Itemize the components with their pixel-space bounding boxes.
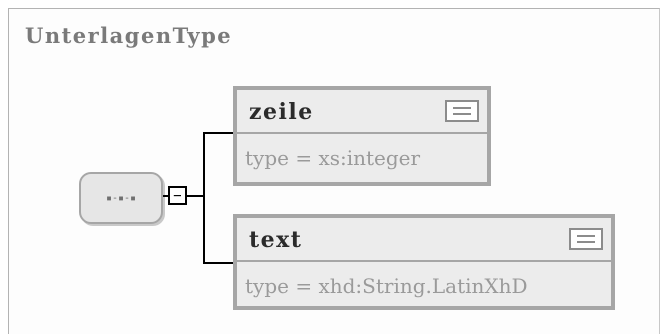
minus-icon: − [173,187,182,204]
element-text-name: text [249,227,303,253]
connector-stem [187,195,204,197]
connector-vertical [203,132,205,263]
connector-branch-zeile [203,132,235,134]
element-zeile-name: zeile [249,99,314,125]
collapse-toggle-button[interactable]: − [168,186,187,205]
connector-branch-text [203,262,235,264]
element-text-type: type = xhd:String.LatinXhD [245,274,528,298]
complex-type-title: UnterlagenType [25,23,233,48]
sequence-icon: ▪-▪-▪ [105,192,137,204]
documentation-icon [569,228,603,250]
connector-seq-to-collapse [163,195,168,197]
element-zeile[interactable]: zeile type = xs:integer [233,86,491,186]
element-zeile-type: type = xs:integer [245,146,421,170]
element-zeile-separator [237,132,487,134]
sequence-compositor[interactable]: ▪-▪-▪ [79,172,163,224]
element-text[interactable]: text type = xhd:String.LatinXhD [233,214,615,310]
element-text-separator [237,260,611,262]
documentation-icon [445,100,479,122]
